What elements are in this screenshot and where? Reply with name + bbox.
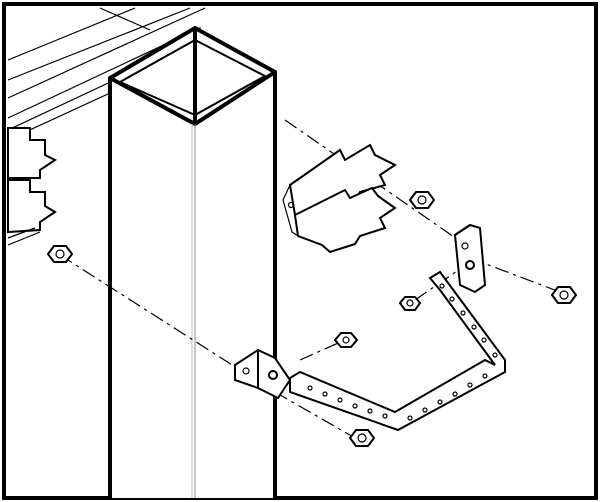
hex-nut-2 bbox=[333, 332, 359, 348]
slotted-bracket bbox=[282, 143, 397, 254]
flange-nut-4 bbox=[46, 245, 74, 263]
square-post bbox=[108, 25, 277, 498]
l-bracket-left bbox=[234, 348, 292, 400]
flange-nut-2 bbox=[550, 286, 578, 304]
perforated-strap bbox=[289, 270, 506, 432]
flange-nut-3 bbox=[348, 429, 376, 447]
fence-slats-left bbox=[7, 127, 57, 246]
strap-holes bbox=[307, 283, 498, 421]
flange-nut-1 bbox=[408, 191, 436, 209]
hex-nut-1 bbox=[398, 296, 422, 311]
l-bracket-right bbox=[453, 223, 487, 294]
